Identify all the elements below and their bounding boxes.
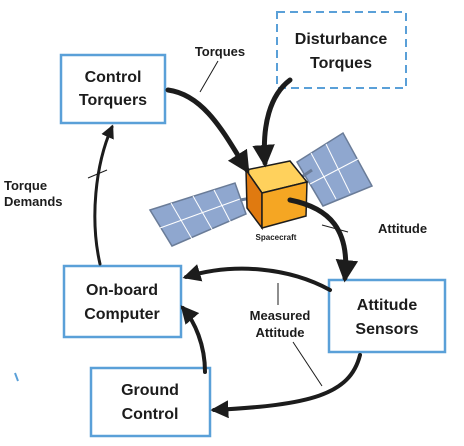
onboard-computer-label-line1: On-board xyxy=(86,282,158,299)
arrow-disturbance-to-spacecraft xyxy=(252,77,293,168)
spacecraft-label: Spacecraft xyxy=(256,233,297,242)
control-torquers-label-line2: Torquers xyxy=(79,92,147,109)
torque-demands-label-line1: Torque xyxy=(4,178,47,193)
arrow-spacecraft-to-sensors xyxy=(287,197,359,283)
torque-demands-label-line2: Demands xyxy=(4,194,63,209)
torques-label: Torques xyxy=(195,44,245,59)
spacecraft-illustration xyxy=(148,131,374,247)
arrow-sensors-to-computer xyxy=(182,264,332,292)
solar-panel-left xyxy=(148,182,247,247)
edge-mark xyxy=(14,372,19,382)
leader-lines xyxy=(87,60,349,387)
measured-attitude-label-line1: Measured xyxy=(250,308,311,323)
arrow-ground-to-computer xyxy=(180,305,207,374)
measured-attitude-label-line2: Attitude xyxy=(255,325,304,340)
arrow-sensors-to-ground xyxy=(210,353,362,419)
control-torquers-label-line1: Control xyxy=(85,69,142,86)
attitude-label: Attitude xyxy=(378,221,427,236)
onboard-computer-box: On-board Computer xyxy=(62,264,183,339)
disturbance-torques-label-line1: Disturbance xyxy=(295,31,388,48)
ground-control-box: Ground Control xyxy=(89,366,212,438)
spacecraft-body xyxy=(244,160,309,231)
attitude-sensors-box: Attitude Sensors xyxy=(327,278,447,354)
disturbance-torques-box: Disturbance Torques xyxy=(276,11,407,89)
attitude-sensors-label-line2: Sensors xyxy=(355,321,418,338)
ground-control-label-line1: Ground xyxy=(121,382,179,399)
onboard-computer-label-line2: Computer xyxy=(84,306,160,323)
attitude-sensors-label-line1: Attitude xyxy=(357,297,418,314)
ground-control-label-line2: Control xyxy=(122,406,179,423)
arrow-torquers-to-spacecraft xyxy=(165,87,250,174)
solar-panel-right xyxy=(295,131,374,207)
disturbance-torques-label-line2: Torques xyxy=(310,55,372,72)
control-torquers-box: Control Torquers xyxy=(59,53,167,125)
arrow-computer-to-torquers xyxy=(93,124,114,266)
